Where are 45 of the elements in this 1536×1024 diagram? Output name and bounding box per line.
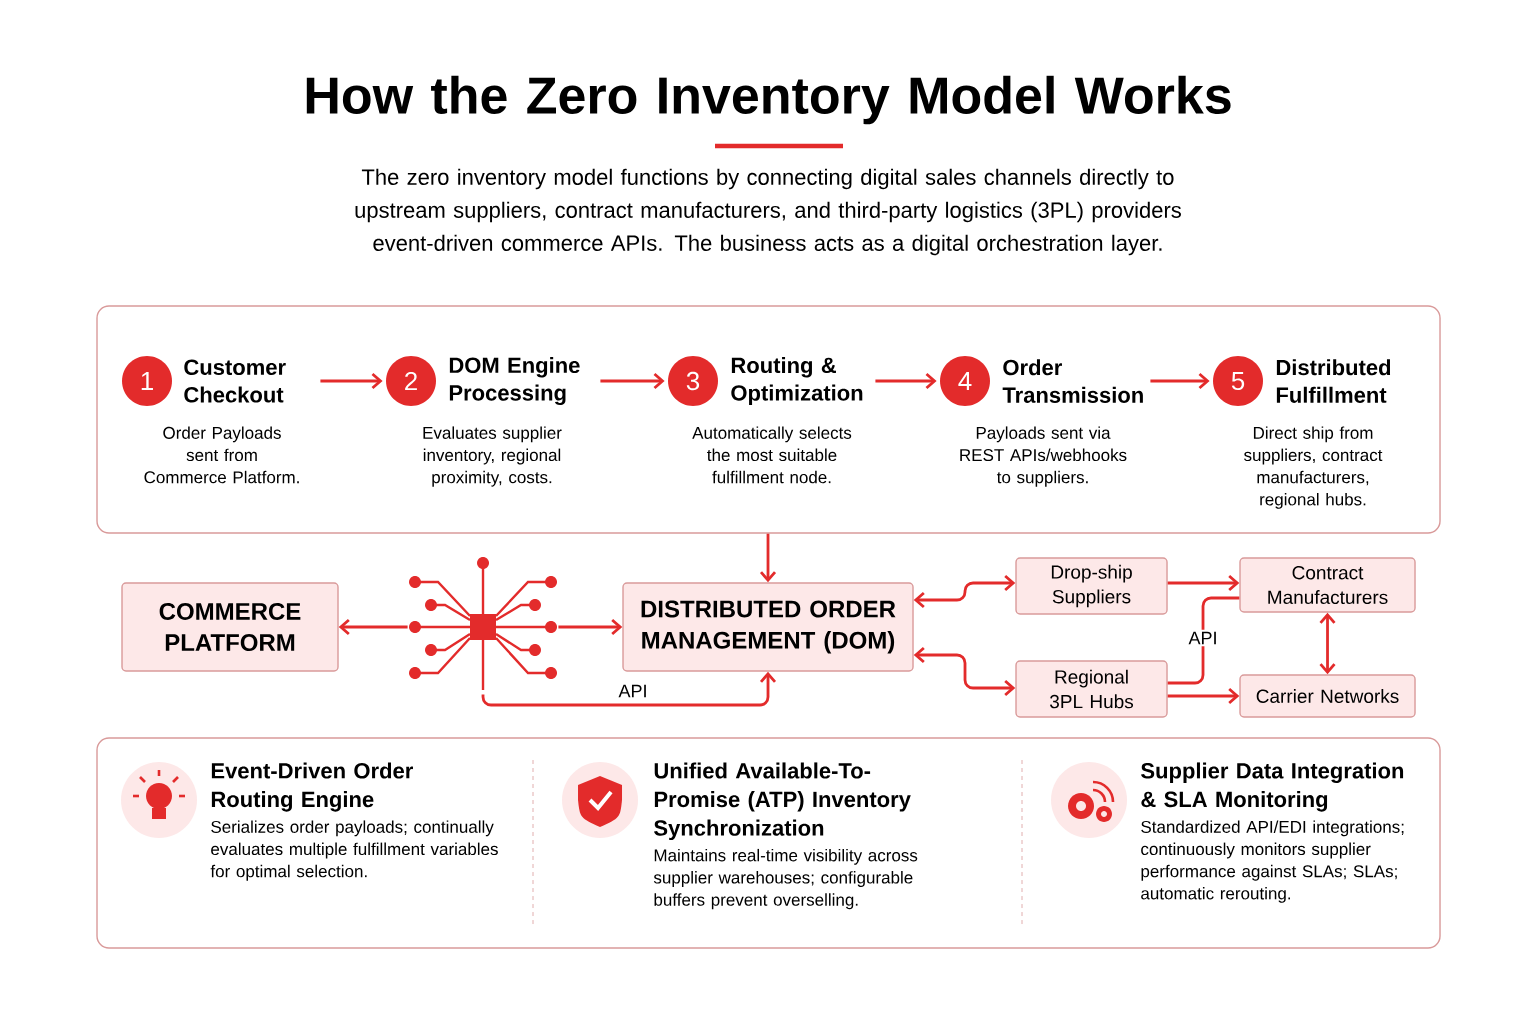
step-heading: Order Transmission — [1002, 359, 1143, 403]
number-badge: 4 — [940, 356, 990, 406]
arrow — [759, 533, 777, 583]
steps-panel — [96, 305, 1441, 534]
arrow — [600, 372, 665, 390]
title: How the Zero Inventory Model Works — [306, 75, 1231, 125]
partner-box: Regional 3PL Hubs — [1015, 660, 1168, 718]
edge-label: API — [616, 682, 650, 700]
feature-description: Serializes order payloads; continually evaluates multiple fulfillment variables for optimal selection. — [210, 820, 498, 881]
step-description: Order Payloads sent from Commerce Platform. — [144, 426, 299, 484]
arrow — [558, 618, 623, 636]
step-description: Direct ship from suppliers, contract manufacturers, regional hubs. — [1244, 426, 1383, 509]
arrow — [875, 372, 937, 390]
feature-heading: Unified Available-To-Promise (ATP) Inventory Synchronization — [654, 762, 911, 841]
feature-heading: Supplier Data Integration & SLA Monitoring — [1141, 762, 1404, 812]
arrow — [913, 646, 1016, 697]
step-description: Payloads sent via REST APIs/webhooks to suppliers. — [960, 426, 1127, 487]
network-hub-icon — [409, 557, 557, 690]
feature-description: Standardized API/EDI integrations; continuously monitors supplier performance against SLAs; SLAs; automatic rerouting. — [1141, 820, 1404, 903]
arrow — [1167, 574, 1240, 592]
number-badge: 5 — [1213, 356, 1263, 406]
partner-box: Drop-ship Suppliers — [1015, 557, 1168, 615]
number-badge: 2 — [386, 356, 436, 406]
partner-box: Carrier Networks — [1239, 674, 1416, 718]
arrow — [320, 372, 383, 390]
step-description: Evaluates supplier inventory, regional proximity, costs. — [423, 426, 562, 487]
arrow — [1167, 687, 1240, 705]
feature-heading: Event-Driven Order Routing Engine — [211, 762, 413, 812]
subtitle: The zero inventory model functions by connecting digital sales channels directly to upstream suppliers, contract manufacturers, and third-party logistics (3PL) providers event-driven commerce APIs. The business acts as a digital orchestration layer. — [355, 168, 1181, 256]
step-heading: Customer Checkout — [184, 359, 286, 403]
arrow — [338, 618, 408, 636]
step-heading: Distributed Fulfillment — [1276, 359, 1391, 403]
step-heading: DOM Engine Processing — [449, 356, 580, 406]
step-description: Automatically selects the most suitable fulfillment node. — [692, 426, 852, 484]
dom-box: DISTRIBUTED ORDER MANAGEMENT (DOM) — [622, 582, 914, 672]
arrow — [1150, 372, 1210, 390]
edge-label: API — [1186, 629, 1220, 647]
partner-box: Contract Manufacturers — [1239, 557, 1416, 613]
arrow — [1319, 612, 1336, 675]
step-heading: Routing & Optimization — [731, 356, 863, 406]
feature-description: Maintains real-time visibility across supplier warehouses; configurable buffers prevent overselling. — [653, 848, 918, 910]
arrow — [913, 574, 1016, 609]
number-badge: 1 — [122, 356, 172, 406]
number-badge: 3 — [668, 356, 718, 406]
platform-box: COMMERCE PLATFORM — [121, 582, 339, 672]
